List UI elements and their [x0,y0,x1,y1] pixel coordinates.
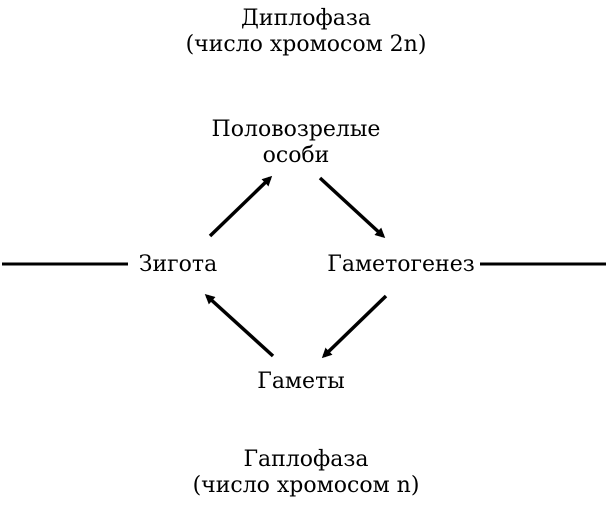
node-zygote-label: Зигота [138,252,218,277]
node-adults: Половозрелые особи [176,117,416,169]
node-adults-line2: особи [262,143,330,168]
arrow-zygote-to-adults [208,175,273,238]
haploid-phase-label: Гаплофаза (число хромосом n) [156,447,456,499]
arrow-adults-to-gametogenesis [318,176,386,239]
arrow-gametes-to-zygote [204,293,275,358]
node-gametogenesis: Гаметогенез [322,252,480,278]
node-adults-line1: Половозрелые [211,117,381,142]
diploid-phase-title: Диплофаза [241,6,371,31]
arrow-gametogenesis-to-gametes [321,294,388,359]
diploid-phase-subtitle: (число хромосом 2n) [185,32,427,57]
haploid-phase-subtitle: (число хромосом n) [192,473,420,498]
haploid-phase-title: Гаплофаза [243,447,369,472]
node-zygote: Зигота [128,252,228,278]
node-gametes-label: Гаметы [257,369,345,394]
node-gametogenesis-label: Гаметогенез [327,252,475,277]
diploid-phase-label: Диплофаза (число хромосом 2n) [156,6,456,58]
node-gametes: Гаметы [236,369,366,395]
